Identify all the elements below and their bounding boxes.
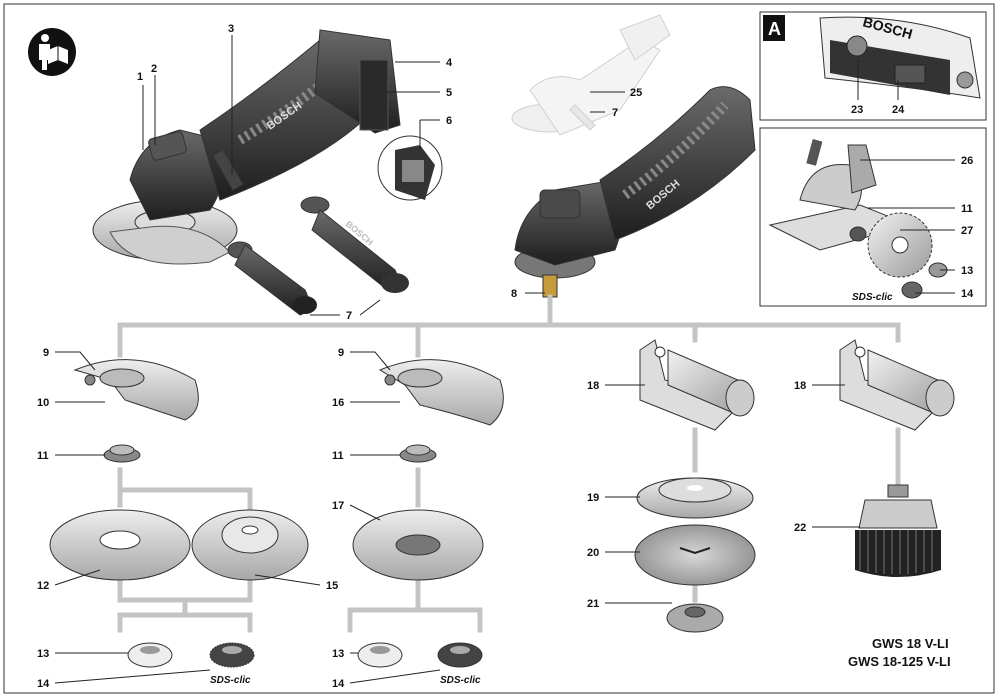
callout-13a: 13 (37, 648, 49, 660)
read-manual-icon (28, 28, 76, 76)
callout-14a: 14 (37, 678, 50, 690)
hand-guard-18a (639, 339, 755, 431)
callout-11c: 11 (961, 203, 973, 215)
hand-guard-18b (839, 339, 955, 431)
callout-26: 26 (961, 155, 973, 167)
callout-23: 23 (851, 104, 863, 116)
sds-label-a: SDS-clic (210, 675, 251, 686)
sds-label-inset: SDS-clic (852, 292, 893, 303)
callout-6: 6 (446, 115, 452, 127)
callout-3: 3 (228, 23, 234, 35)
callout-25: 25 (630, 87, 642, 99)
callout-9a: 9 (43, 347, 49, 359)
guard-9-16 (378, 359, 504, 426)
callout-13b: 13 (332, 648, 344, 660)
auxiliary-handle-vibration: BOSCH (300, 196, 409, 293)
sanding-sheet-20 (634, 524, 756, 586)
nut-13a (127, 642, 173, 668)
inset-a-letter: A (768, 19, 781, 39)
callout-16: 16 (332, 397, 344, 409)
grinder-faded (511, 14, 671, 136)
angle-grinder-center: BOSCH (514, 86, 756, 298)
callout-11b: 11 (332, 450, 344, 462)
callout-7b: 7 (612, 107, 618, 119)
backing-pad-19 (636, 477, 754, 519)
callout-17: 17 (332, 500, 344, 512)
callout-18b: 18 (794, 380, 806, 392)
callout-numbers: 1 2 3 4 5 6 7 25 7 8 23 24 26 11 27 13 1… (37, 23, 974, 690)
connector-lines (117, 294, 901, 633)
nut-13b (357, 642, 403, 668)
callout-14c: 14 (961, 288, 974, 300)
callout-9b: 9 (338, 347, 344, 359)
callout-2: 2 (151, 63, 157, 75)
callout-5: 5 (446, 87, 452, 99)
model-title-1: GWS 18 V-LI (872, 636, 949, 651)
callout-18a: 18 (587, 380, 599, 392)
flange-11b (399, 444, 437, 463)
callout-15: 15 (326, 580, 338, 592)
nut-21 (666, 603, 724, 633)
callout-8: 8 (511, 288, 517, 300)
callout-21: 21 (587, 598, 599, 610)
callout-24: 24 (892, 104, 905, 116)
callout-14b: 14 (332, 678, 345, 690)
page-frame (3, 3, 995, 694)
wire-brush-22 (855, 484, 941, 577)
inset-cutting-guide: SDS-clic (759, 127, 987, 307)
callout-7a: 7 (346, 310, 352, 322)
callout-22: 22 (794, 522, 806, 534)
angle-grinder-main: BOSCH (92, 29, 401, 265)
quick-nut-14a: SDS-clic (209, 642, 255, 686)
callout-1: 1 (137, 71, 143, 83)
guard-9-10 (73, 359, 199, 421)
flap-disc-15 (191, 509, 309, 581)
callout-12: 12 (37, 580, 49, 592)
callout-4: 4 (446, 57, 453, 69)
quick-nut-14b: SDS-clic (437, 642, 483, 686)
flange-11a (103, 444, 141, 463)
callout-20: 20 (587, 547, 599, 559)
cutting-disc-17 (352, 509, 484, 581)
inset-detail-6 (377, 135, 443, 201)
callout-19: 19 (587, 492, 599, 504)
auxiliary-handle-plain (227, 241, 317, 316)
model-title-2: GWS 18-125 V-LI (848, 654, 951, 669)
callout-13c: 13 (961, 265, 973, 277)
callout-11a: 11 (37, 450, 49, 462)
sds-label-b: SDS-clic (440, 675, 481, 686)
callout-27: 27 (961, 225, 973, 237)
callout-10: 10 (37, 397, 49, 409)
leader-lines (54, 35, 955, 684)
inset-a: A BOSCH (759, 11, 987, 121)
grinding-disc-12 (49, 509, 191, 581)
